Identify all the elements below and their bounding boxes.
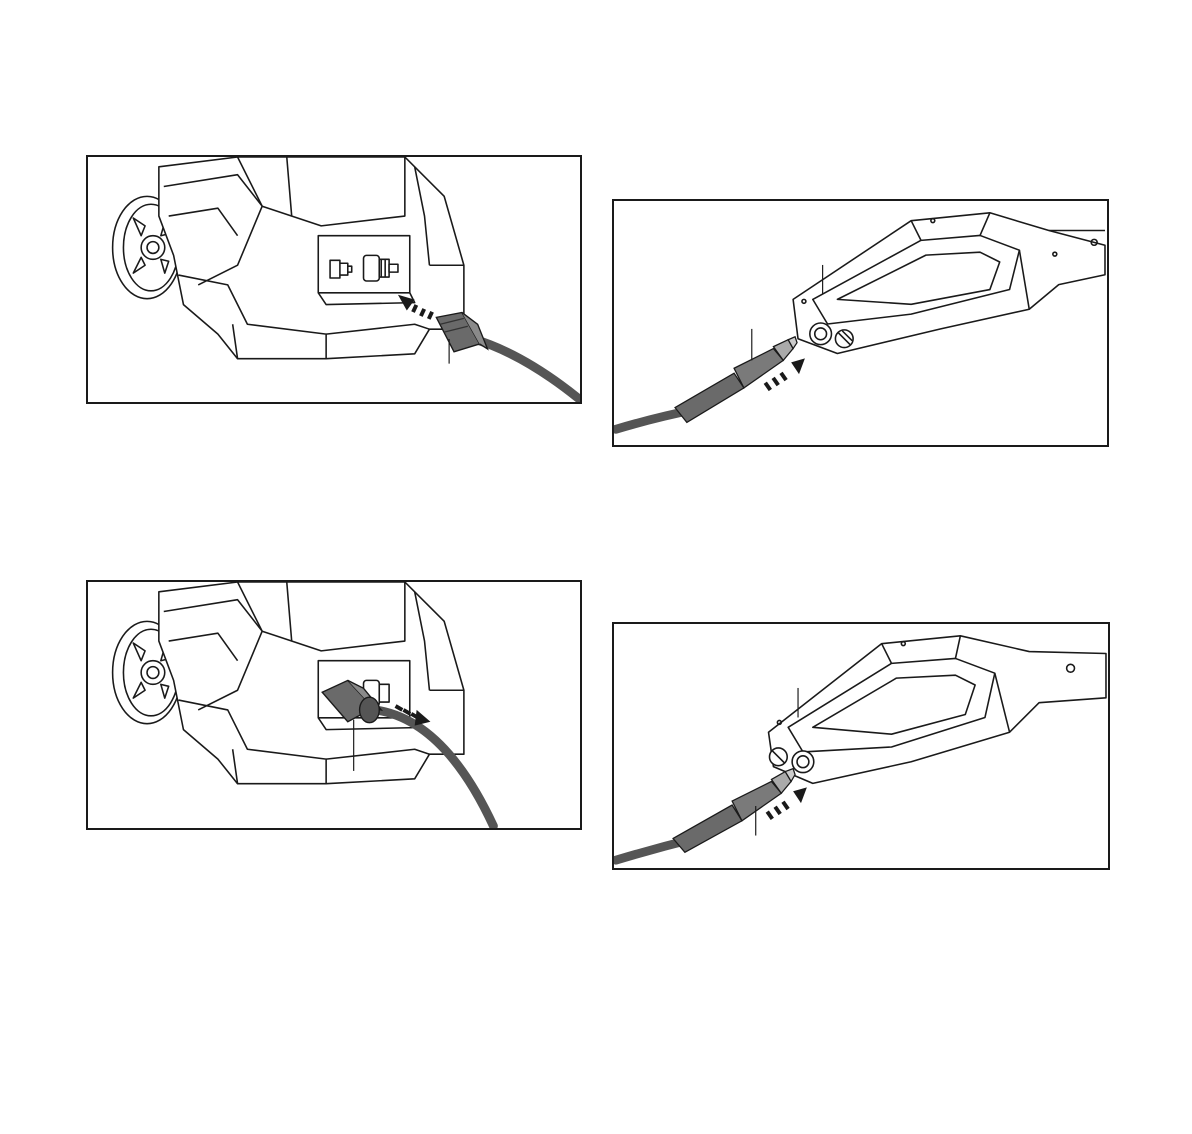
gun-illustration (614, 624, 1108, 868)
gun-port-icon (792, 751, 814, 773)
figure-machine-outlet-connected (86, 580, 582, 830)
hose (474, 339, 578, 398)
gun-knob-icon (835, 330, 853, 348)
figure-gun-connect (612, 199, 1109, 447)
hose-coupler-icon (436, 312, 487, 351)
hose-connector-icon (675, 337, 797, 423)
machine-illustration (88, 582, 580, 828)
gun-illustration (614, 201, 1107, 445)
gun-port-icon (810, 323, 832, 345)
machine-illustration (88, 157, 580, 402)
gun-knob-icon (770, 748, 788, 766)
figure-machine-outlet-connect (86, 155, 582, 404)
gun-body (769, 636, 1106, 784)
figure-gun-connect-alt (612, 622, 1110, 870)
